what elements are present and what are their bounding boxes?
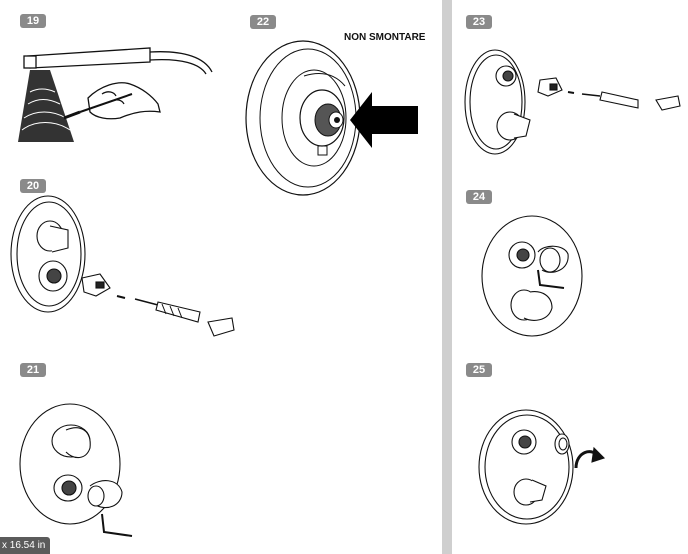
right-page-illustrations (464, 49, 681, 525)
step-badge: 20 (20, 179, 46, 193)
manual-page-right: 23 24 25 (452, 0, 688, 554)
step-badge: 21 (20, 363, 46, 377)
figure-23-cap-removal (464, 49, 681, 155)
manual-page-left: 19 20 21 22 NON SMONTARE (0, 0, 442, 554)
figure-24-knob-refit (481, 215, 583, 337)
figure-20-knob-removal (10, 195, 235, 337)
figure-19-hand-shower-cleaning (18, 47, 213, 142)
figure-25-ring-rotation (478, 409, 606, 525)
figure-22-cartridge-warning (245, 40, 418, 196)
left-page-illustrations (10, 40, 418, 537)
figure-21-knob-refit (19, 403, 133, 537)
step-badge: 24 (466, 190, 492, 204)
step-badge: 22 (250, 15, 276, 29)
warning-label: NON SMONTARE (344, 32, 426, 43)
step-badge: 25 (466, 363, 492, 377)
page-size-status: x 16.54 in (0, 537, 51, 554)
step-badge: 19 (20, 14, 46, 28)
step-badge: 23 (466, 15, 492, 29)
